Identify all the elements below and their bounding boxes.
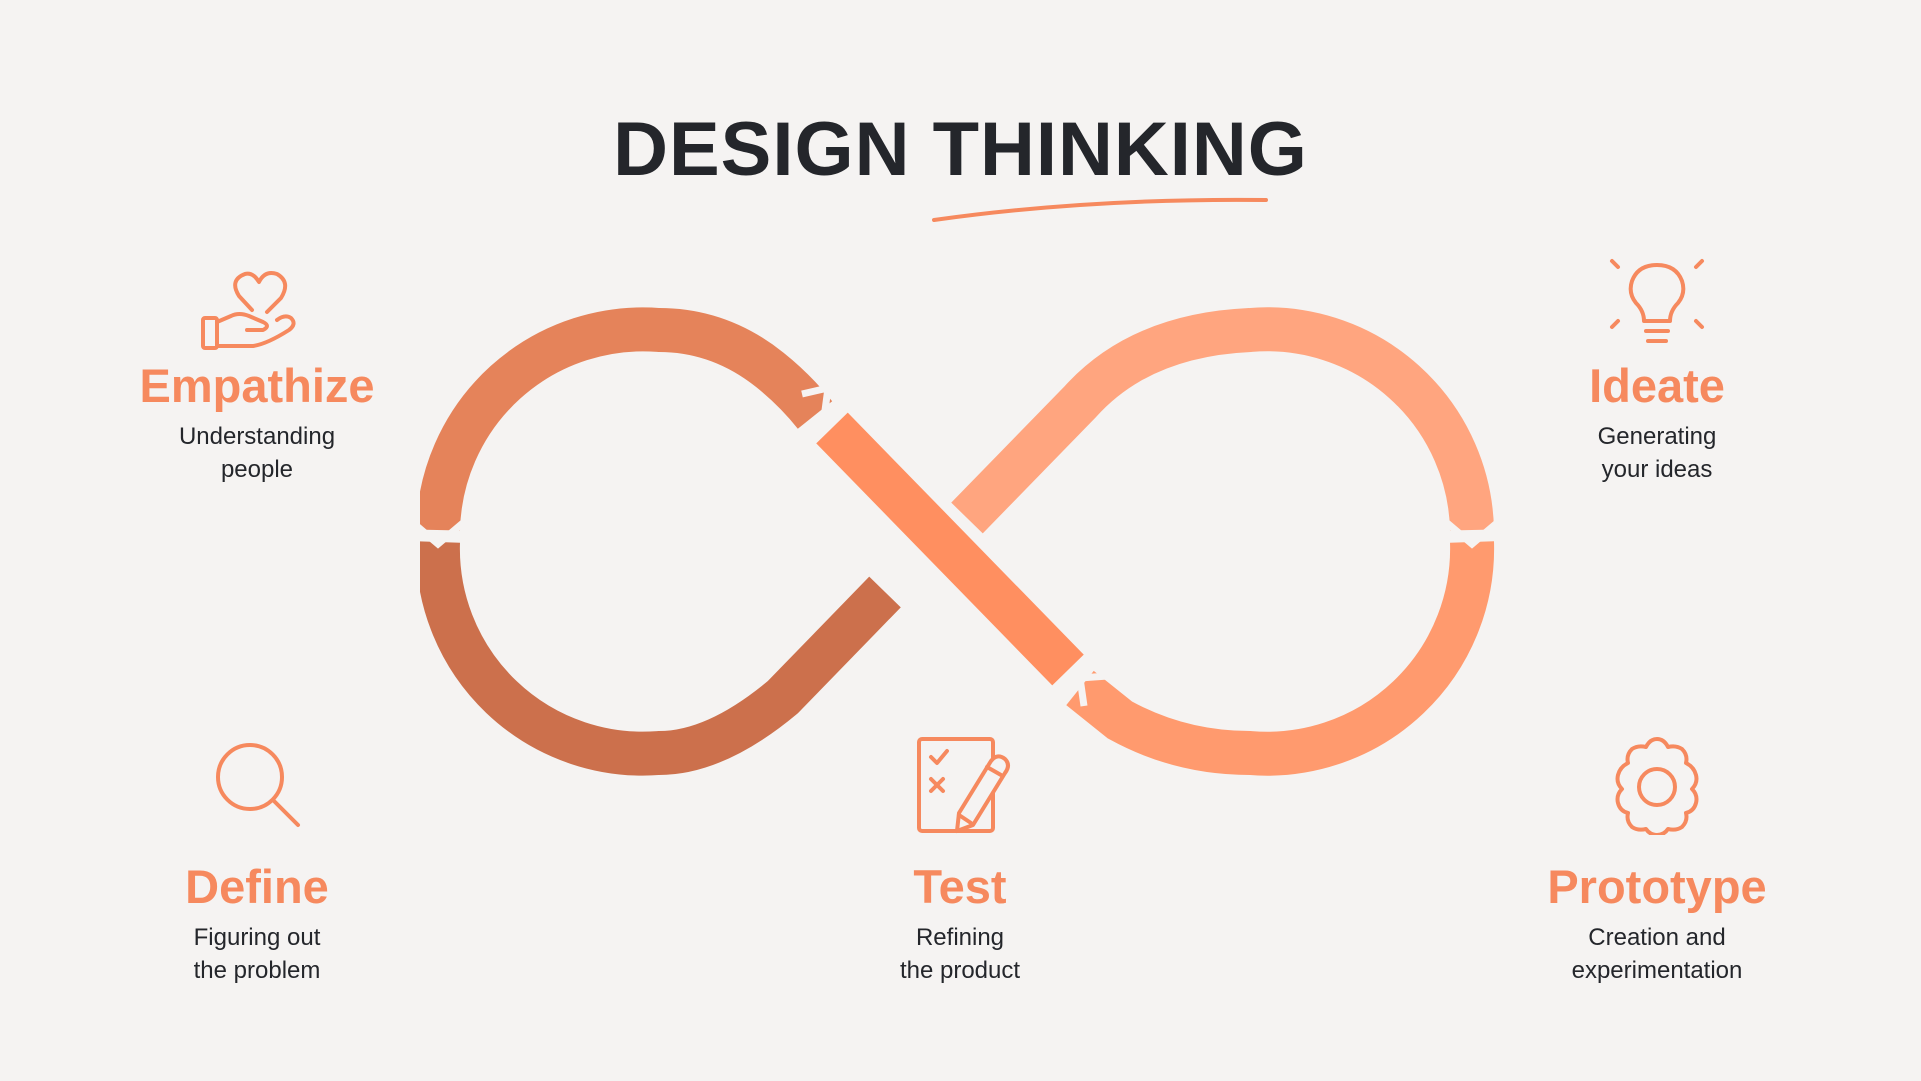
step-name: Ideate: [1589, 359, 1725, 412]
step-ideate: Ideate Generating your ideas: [1477, 255, 1837, 486]
gear-icon: [1615, 737, 1699, 835]
loop-segment-test: [816, 412, 1084, 686]
page-title: DESIGN THINKING: [613, 107, 1308, 192]
loop-segment-empathize: [420, 307, 833, 531]
step-empathize: Empathize Understanding people: [77, 260, 437, 486]
step-test: Test Refining the product: [780, 735, 1140, 987]
step-description: Understanding people: [77, 420, 437, 486]
step-name: Test: [913, 860, 1007, 913]
step-prototype: Prototype Creation and experimentation: [1477, 735, 1837, 987]
checklist-pencil-icon: [917, 737, 1010, 833]
loop-joint-top: [801, 383, 833, 419]
step-description: Creation and experimentation: [1477, 921, 1837, 987]
step-description: Refining the product: [780, 921, 1140, 987]
step-description-line: the problem: [193, 956, 321, 984]
step-description-line: people: [220, 455, 294, 483]
lightbulb-icon: [1610, 259, 1704, 343]
infinity-loop-diagram: [420, 307, 1500, 776]
step-description-line: Understanding: [178, 422, 336, 450]
hand-heart-icon: [201, 271, 296, 350]
loop-joint-right: [1443, 519, 1500, 549]
loop-segment-define: [420, 541, 901, 776]
loop-segment-prototype: [1066, 541, 1495, 776]
loop-joint-left: [420, 519, 467, 549]
step-description-line: Generating: [1597, 422, 1717, 450]
title-underline: [932, 197, 1268, 222]
step-description: Figuring out the problem: [77, 921, 437, 987]
step-description-line: the product: [899, 956, 1021, 984]
step-name: Prototype: [1547, 860, 1767, 913]
step-name: Empathize: [139, 359, 375, 412]
step-description-line: Figuring out: [193, 923, 321, 951]
step-name: Define: [185, 860, 329, 913]
loop-joint-bottom: [1076, 672, 1109, 707]
step-description-line: Creation and: [1588, 923, 1726, 951]
step-define: Define Figuring out the problem: [77, 735, 437, 987]
magnifier-icon: [216, 743, 300, 827]
loop-segment-ideate: [951, 307, 1494, 534]
step-description: Generating your ideas: [1477, 420, 1837, 486]
step-description-line: experimentation: [1571, 956, 1743, 984]
step-description-line: Refining: [915, 923, 1005, 951]
step-description-line: your ideas: [1601, 455, 1713, 483]
